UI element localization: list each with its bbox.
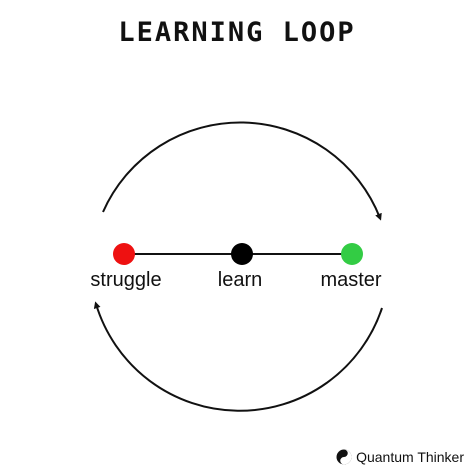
bottom-arc-arrow [93,301,383,412]
footer-brand: Quantum Thinker [336,449,464,465]
struggle-label: struggle [90,269,161,291]
master-node [341,243,363,265]
yin-yang-icon [336,449,352,465]
brand-name: Quantum Thinker [356,449,464,465]
page-title: LEARNING LOOP [118,17,356,48]
master-label: master [320,269,381,291]
struggle-node [113,243,135,265]
learn-node [231,243,253,265]
top-arc-arrow [102,121,382,221]
learn-label: learn [218,269,262,291]
